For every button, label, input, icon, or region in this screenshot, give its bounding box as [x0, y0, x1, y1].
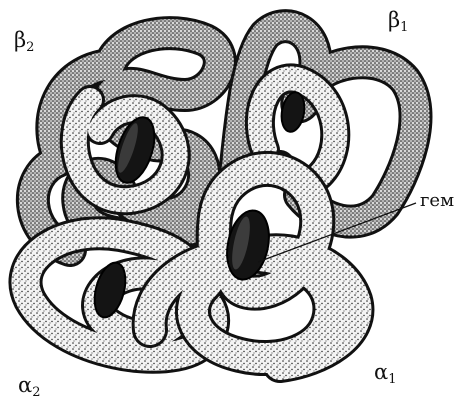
beta1-label: β1 [388, 10, 408, 34]
beta2-label: β2 [14, 30, 34, 54]
alpha1-label: α1 [374, 362, 396, 386]
alpha2-label: α2 [18, 375, 40, 399]
heme-label: гем [420, 192, 454, 210]
